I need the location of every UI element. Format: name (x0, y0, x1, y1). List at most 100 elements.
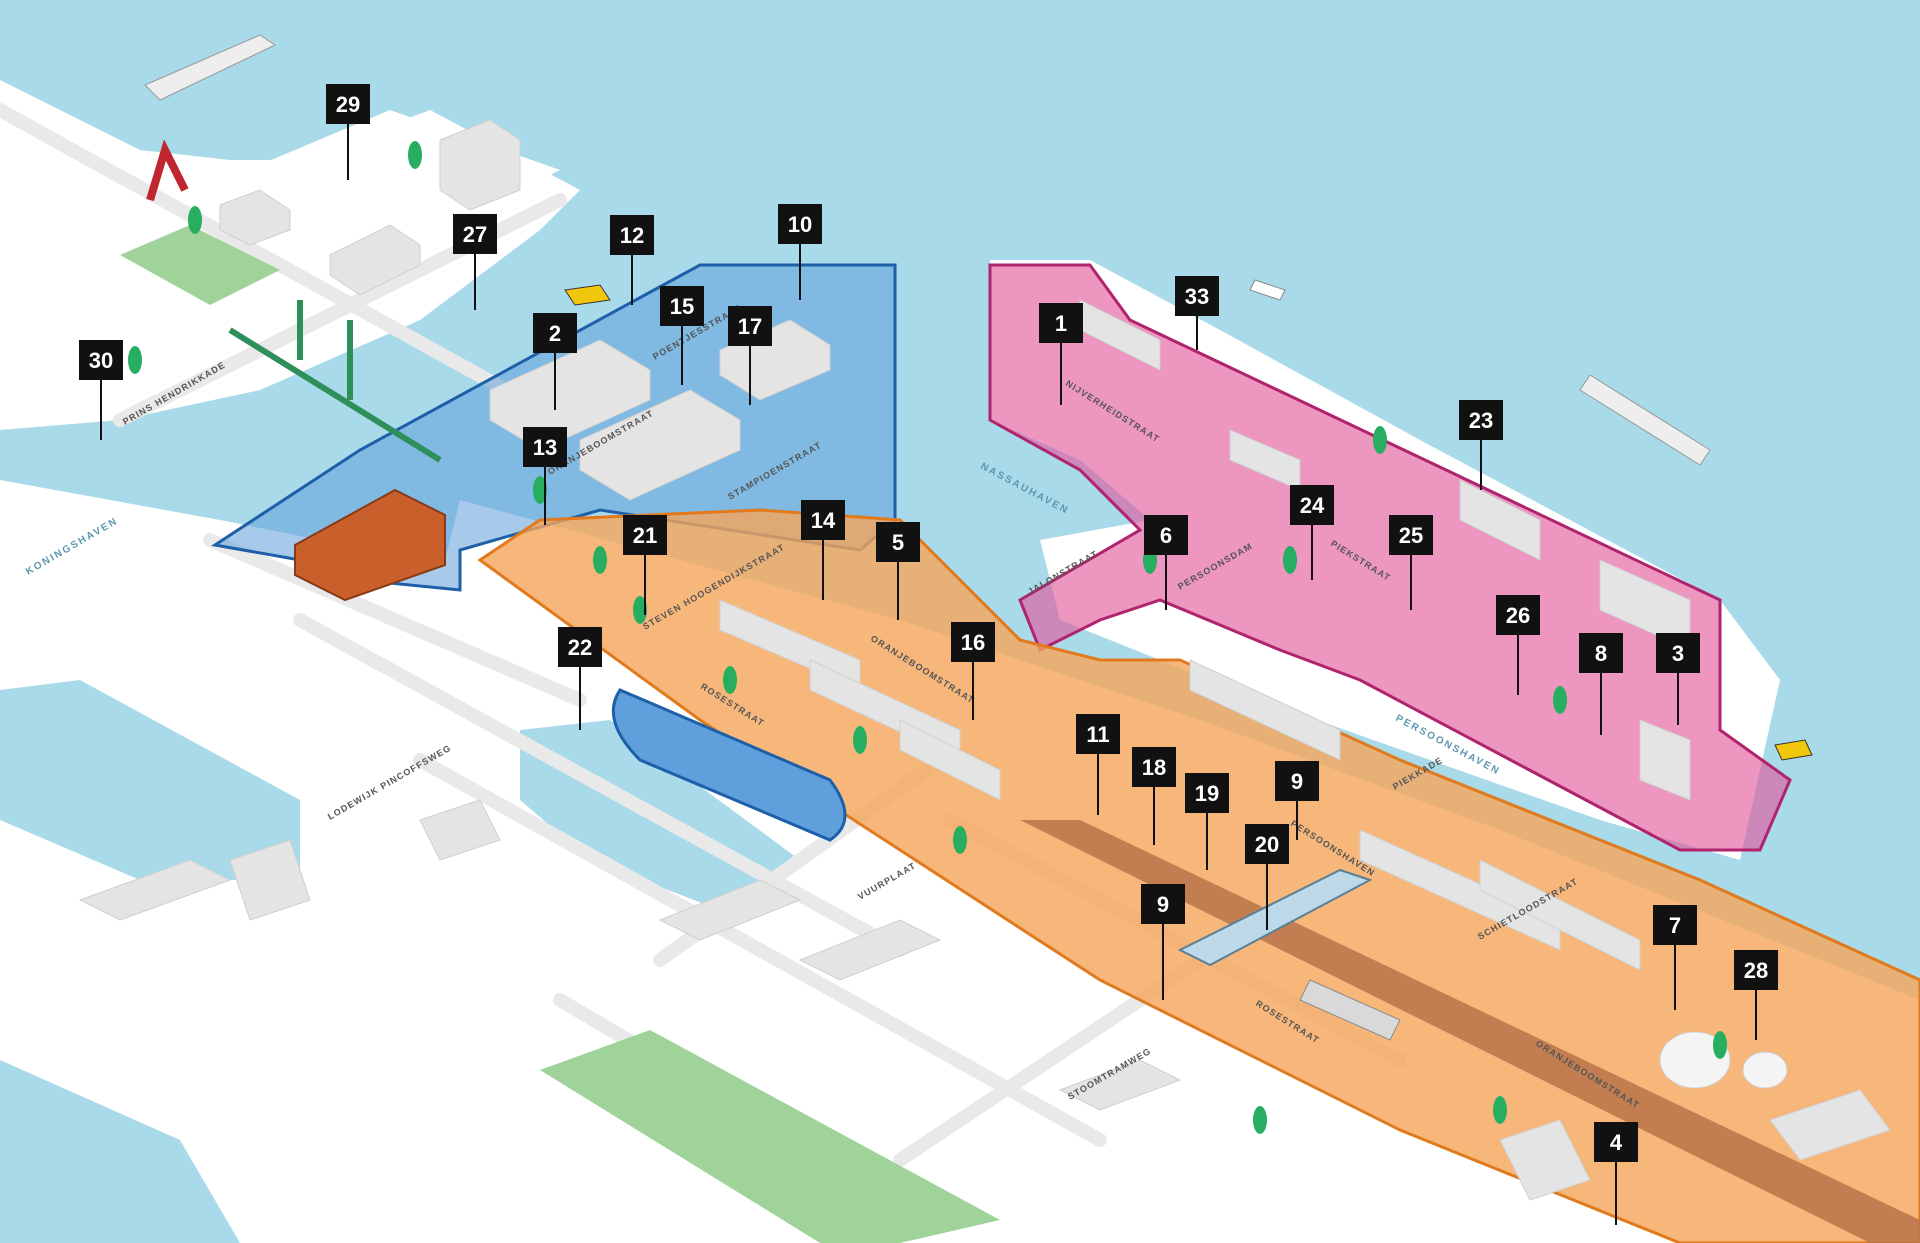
marker-5[interactable]: 5 (876, 522, 920, 620)
marker-11[interactable]: 11 (1076, 714, 1120, 815)
building-south-6 (1058, 1059, 1182, 1111)
marker-box (1245, 824, 1289, 864)
building-pink-3 (1459, 479, 1541, 561)
marker-15[interactable]: 15 (660, 286, 704, 385)
dome-right (1742, 1051, 1788, 1089)
tree (533, 476, 547, 504)
marker-box (1175, 276, 1219, 316)
tree (1283, 546, 1297, 574)
marker-label: 7 (1669, 913, 1681, 938)
warehouse-fenix (294, 488, 446, 602)
marker-30[interactable]: 30 (79, 340, 123, 440)
marker-label: 9 (1291, 769, 1303, 794)
hef-bridge (228, 300, 442, 463)
building-pink-5 (1639, 719, 1691, 801)
marker-29[interactable]: 29 (326, 84, 370, 180)
tree (953, 826, 967, 854)
tree (188, 206, 202, 234)
marker-16[interactable]: 16 (951, 622, 995, 720)
tree (593, 546, 607, 574)
building-block-north (219, 189, 291, 246)
marker-12[interactable]: 12 (610, 215, 654, 305)
marker-21[interactable]: 21 (623, 515, 667, 615)
building-south-4 (658, 879, 802, 941)
marker-25[interactable]: 25 (1389, 515, 1433, 610)
marker-label: 17 (738, 314, 762, 339)
marker-label: 33 (1185, 284, 1209, 309)
metro-station-canopy (1177, 868, 1373, 967)
harbour-basin-south (0, 1060, 240, 1243)
marker-1[interactable]: 1 (1039, 303, 1083, 405)
marker-box (1734, 950, 1778, 990)
marker-box (610, 215, 654, 255)
marker-6[interactable]: 6 (1144, 515, 1188, 610)
marker-4[interactable]: 4 (1594, 1122, 1638, 1225)
building-south-5 (798, 919, 942, 981)
marker-box (1132, 747, 1176, 787)
building-tower-27 (439, 119, 521, 211)
boat-white (1249, 279, 1286, 301)
marker-box (1185, 773, 1229, 813)
marker-label: 13 (533, 435, 557, 460)
marker-box (533, 313, 577, 353)
marker-label: 11 (1086, 722, 1109, 747)
metro-train (1299, 979, 1401, 1041)
marker-18[interactable]: 18 (1132, 747, 1176, 845)
willemsbrug-pylon (146, 139, 189, 202)
marker-box (1389, 515, 1433, 555)
marker-box (1579, 633, 1623, 673)
marker-box (951, 622, 995, 662)
tree (1373, 426, 1387, 454)
marker-box (79, 340, 123, 380)
dome-left (1659, 1031, 1731, 1089)
marker-9-north[interactable]: 9 (1275, 761, 1319, 840)
marker-label: 4 (1610, 1130, 1623, 1155)
marker-label: 12 (620, 223, 644, 248)
marker-label: 9 (1157, 892, 1169, 917)
marker-2[interactable]: 2 (533, 313, 577, 410)
building-south-2 (229, 839, 311, 921)
marker-label: 28 (1744, 958, 1768, 983)
building-layer (78, 119, 1891, 1201)
boat-layer (144, 34, 1813, 761)
marker-10[interactable]: 10 (778, 204, 822, 300)
building-orange-3 (899, 719, 1001, 801)
marker-27[interactable]: 27 (453, 214, 497, 310)
zone-pink (988, 263, 1792, 852)
marker-8[interactable]: 8 (1579, 633, 1623, 735)
marker-19[interactable]: 19 (1185, 773, 1229, 870)
tree-layer (128, 141, 1727, 1134)
marker-label: 8 (1595, 641, 1607, 666)
marker-box (876, 522, 920, 562)
marker-33[interactable]: 33 (1175, 276, 1219, 350)
marker-14[interactable]: 14 (801, 500, 845, 600)
marker-label: 22 (568, 635, 592, 660)
marker-box (523, 427, 567, 467)
marker-26[interactable]: 26 (1496, 595, 1540, 695)
marker-17[interactable]: 17 (728, 306, 772, 405)
tree (633, 596, 647, 624)
marker-label: 15 (670, 294, 694, 319)
marker-box (1275, 761, 1319, 801)
tree (1553, 686, 1567, 714)
marker-3[interactable]: 3 (1656, 633, 1700, 725)
marker-20[interactable]: 20 (1245, 824, 1289, 930)
building-south-1 (78, 859, 232, 921)
marker-22[interactable]: 22 (558, 627, 602, 730)
marker-label: 16 (961, 630, 985, 655)
tree (408, 141, 422, 169)
marker-label: 27 (463, 222, 487, 247)
ferry-yellow-2 (1774, 739, 1813, 761)
marker-box (1144, 515, 1188, 555)
building-blue-1 (489, 339, 651, 451)
building-south-3 (419, 799, 501, 861)
marker-28[interactable]: 28 (1734, 950, 1778, 1040)
marker-9-south[interactable]: 9 (1141, 884, 1185, 1000)
marker-box (1594, 1122, 1638, 1162)
marker-13[interactable]: 13 (523, 427, 567, 525)
marker-23[interactable]: 23 (1459, 400, 1503, 490)
marker-label: 25 (1399, 523, 1423, 548)
marker-24[interactable]: 24 (1290, 485, 1334, 580)
marker-7[interactable]: 7 (1653, 905, 1697, 1010)
